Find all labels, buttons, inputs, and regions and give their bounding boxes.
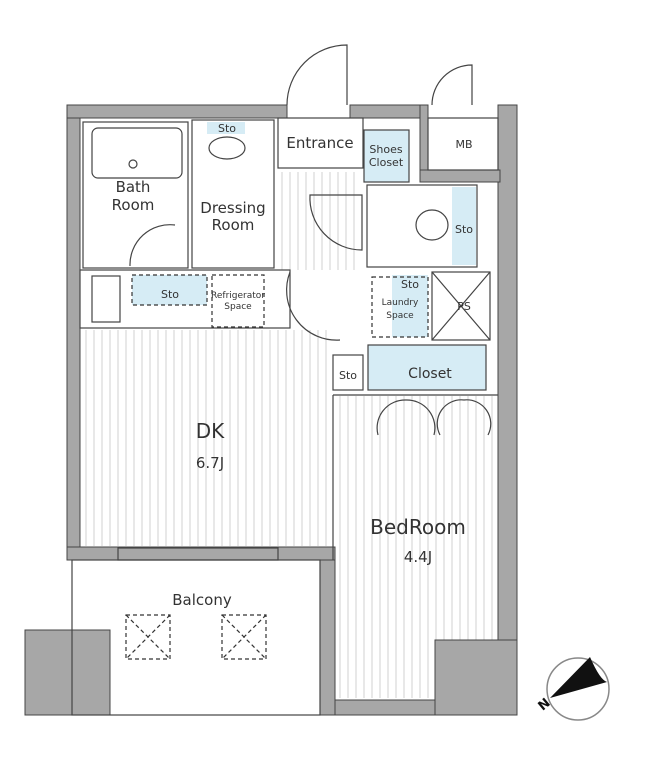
- refrigerator-label: Refrigerator: [211, 291, 265, 301]
- shoes-label: Shoes: [369, 143, 402, 156]
- sto-label: Sto: [339, 369, 357, 382]
- laundry-label: Laundry: [382, 298, 419, 308]
- hall-door[interactable]: [309, 194, 363, 251]
- laundry-label-2: Space: [386, 311, 414, 321]
- compass-icon: N: [536, 657, 610, 721]
- refrigerator-space: [211, 274, 265, 328]
- small-storage: [332, 354, 364, 391]
- sto-label: Sto: [218, 122, 236, 135]
- refrigerator-label-2: Space: [224, 302, 252, 312]
- dk-door[interactable]: [286, 271, 341, 341]
- balcony-hatch: [221, 614, 267, 660]
- entrance-label: Entrance: [286, 134, 353, 152]
- dressing-label-2: Room: [212, 216, 255, 234]
- sto-label: Sto: [161, 288, 179, 301]
- toilet-room: [366, 184, 478, 268]
- mb-box: [427, 117, 499, 171]
- sto-label: Sto: [455, 223, 473, 236]
- bedroom-label: BedRoom: [370, 515, 466, 539]
- bath-label: Bath: [116, 178, 151, 196]
- kitchen-counter: [79, 269, 291, 329]
- bath-label-2: Room: [112, 196, 155, 214]
- sto-label: Sto: [401, 278, 419, 291]
- balcony-label: Balcony: [172, 591, 232, 609]
- mb-label: MB: [455, 138, 472, 151]
- dressing-room: [191, 119, 275, 269]
- entrance: [277, 117, 364, 169]
- dressing-label: Dressing: [200, 199, 265, 217]
- closet-label: Closet: [408, 366, 452, 382]
- ps-shaft: [431, 271, 491, 341]
- balcony-hatch: [125, 614, 171, 660]
- dk-floor: [85, 330, 327, 546]
- dk-size: 6.7J: [196, 454, 224, 472]
- closet-doors[interactable]: [376, 399, 492, 436]
- walls: [24, 104, 518, 716]
- ps-label: PS: [457, 300, 471, 313]
- shoes-label-2: Closet: [369, 156, 404, 169]
- closet[interactable]: [368, 345, 486, 390]
- mb-door[interactable]: [431, 64, 473, 106]
- stove-icon: [91, 275, 121, 323]
- bedroom-size: 4.4J: [404, 548, 432, 566]
- entrance-door[interactable]: [286, 44, 348, 106]
- bath-room: [82, 121, 189, 269]
- laundry-space: [371, 276, 429, 338]
- shoes-closet[interactable]: [364, 130, 409, 182]
- compass-north-label: N: [536, 696, 554, 714]
- balcony-window[interactable]: [117, 547, 279, 561]
- hall-floor: [281, 172, 355, 270]
- dk-label: DK: [196, 419, 225, 443]
